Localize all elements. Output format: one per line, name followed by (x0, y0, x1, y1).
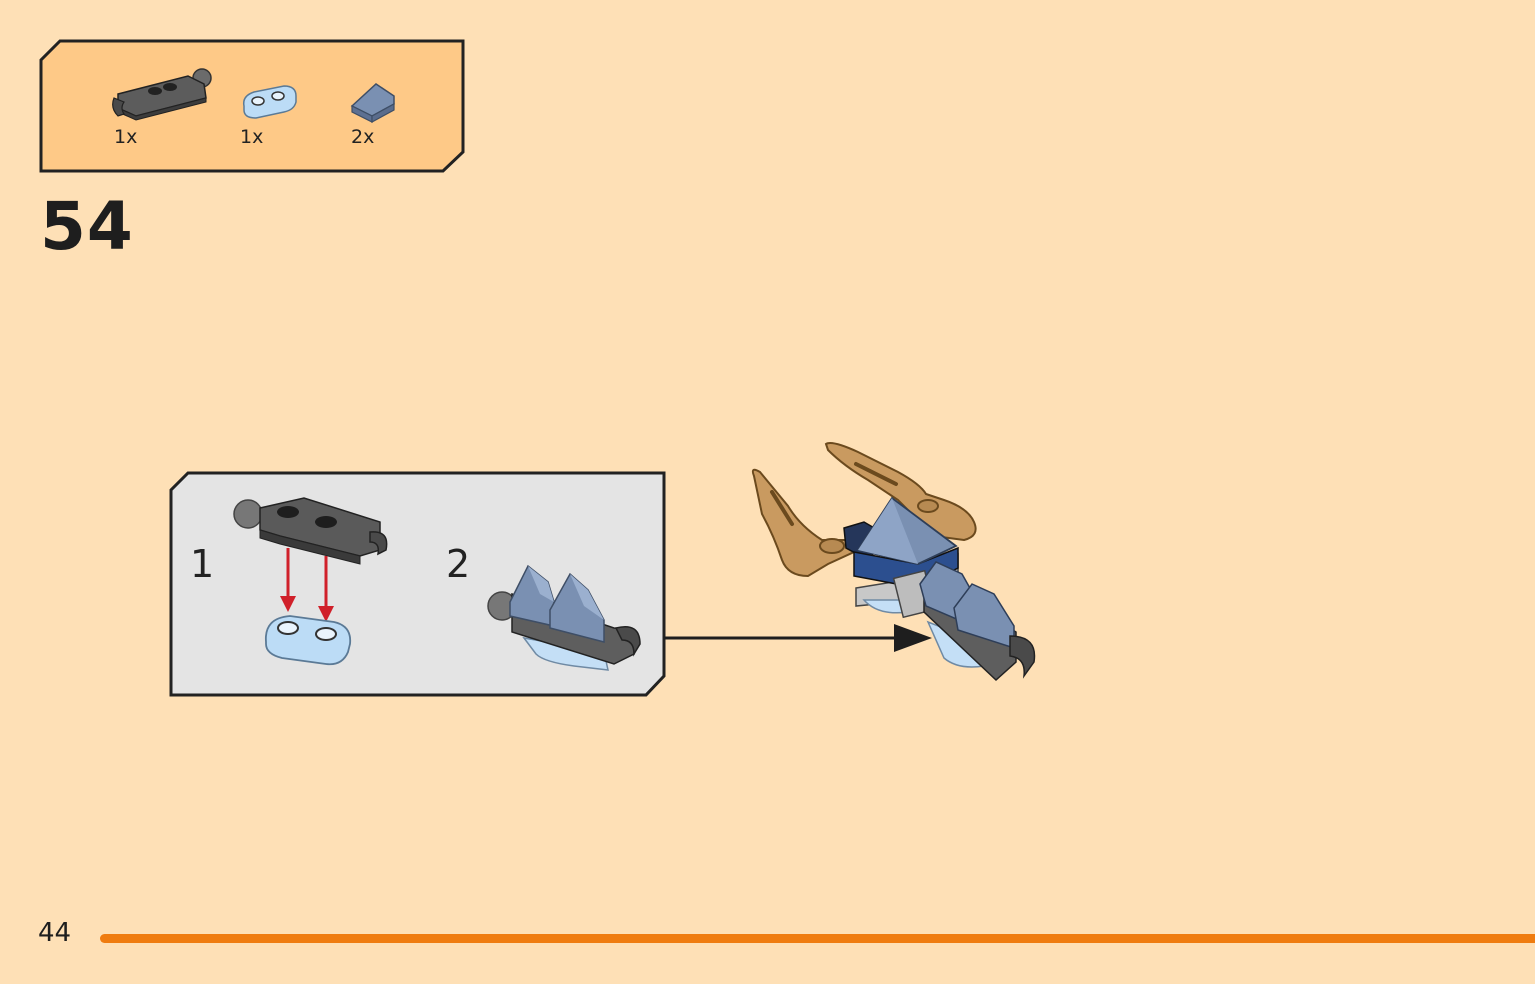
sub-step-number-1: 1 (190, 542, 215, 586)
sub-step-2-illustration (487, 564, 641, 671)
sub-assembly-callout: 1 2 (168, 470, 668, 698)
dark-grey-plate-part-icon (112, 68, 212, 121)
light-blue-plate-part-icon (242, 85, 297, 119)
page-number: 44 (38, 918, 72, 948)
sub-step-1-illustration (233, 497, 388, 666)
step-number: 54 (40, 188, 134, 265)
part-quantity-1: 1x (114, 126, 138, 148)
part-quantity-3: 2x (351, 126, 375, 148)
footer-accent-bar (100, 934, 1535, 943)
part-quantity-2: 1x (240, 126, 264, 148)
callout-connector-arrow (664, 624, 932, 652)
sand-blue-slope-part-icon (350, 83, 395, 124)
sub-step-number-2: 2 (446, 542, 471, 586)
parts-callout: 1x 1x 2x (38, 38, 466, 174)
main-model-illustration (751, 442, 1036, 682)
